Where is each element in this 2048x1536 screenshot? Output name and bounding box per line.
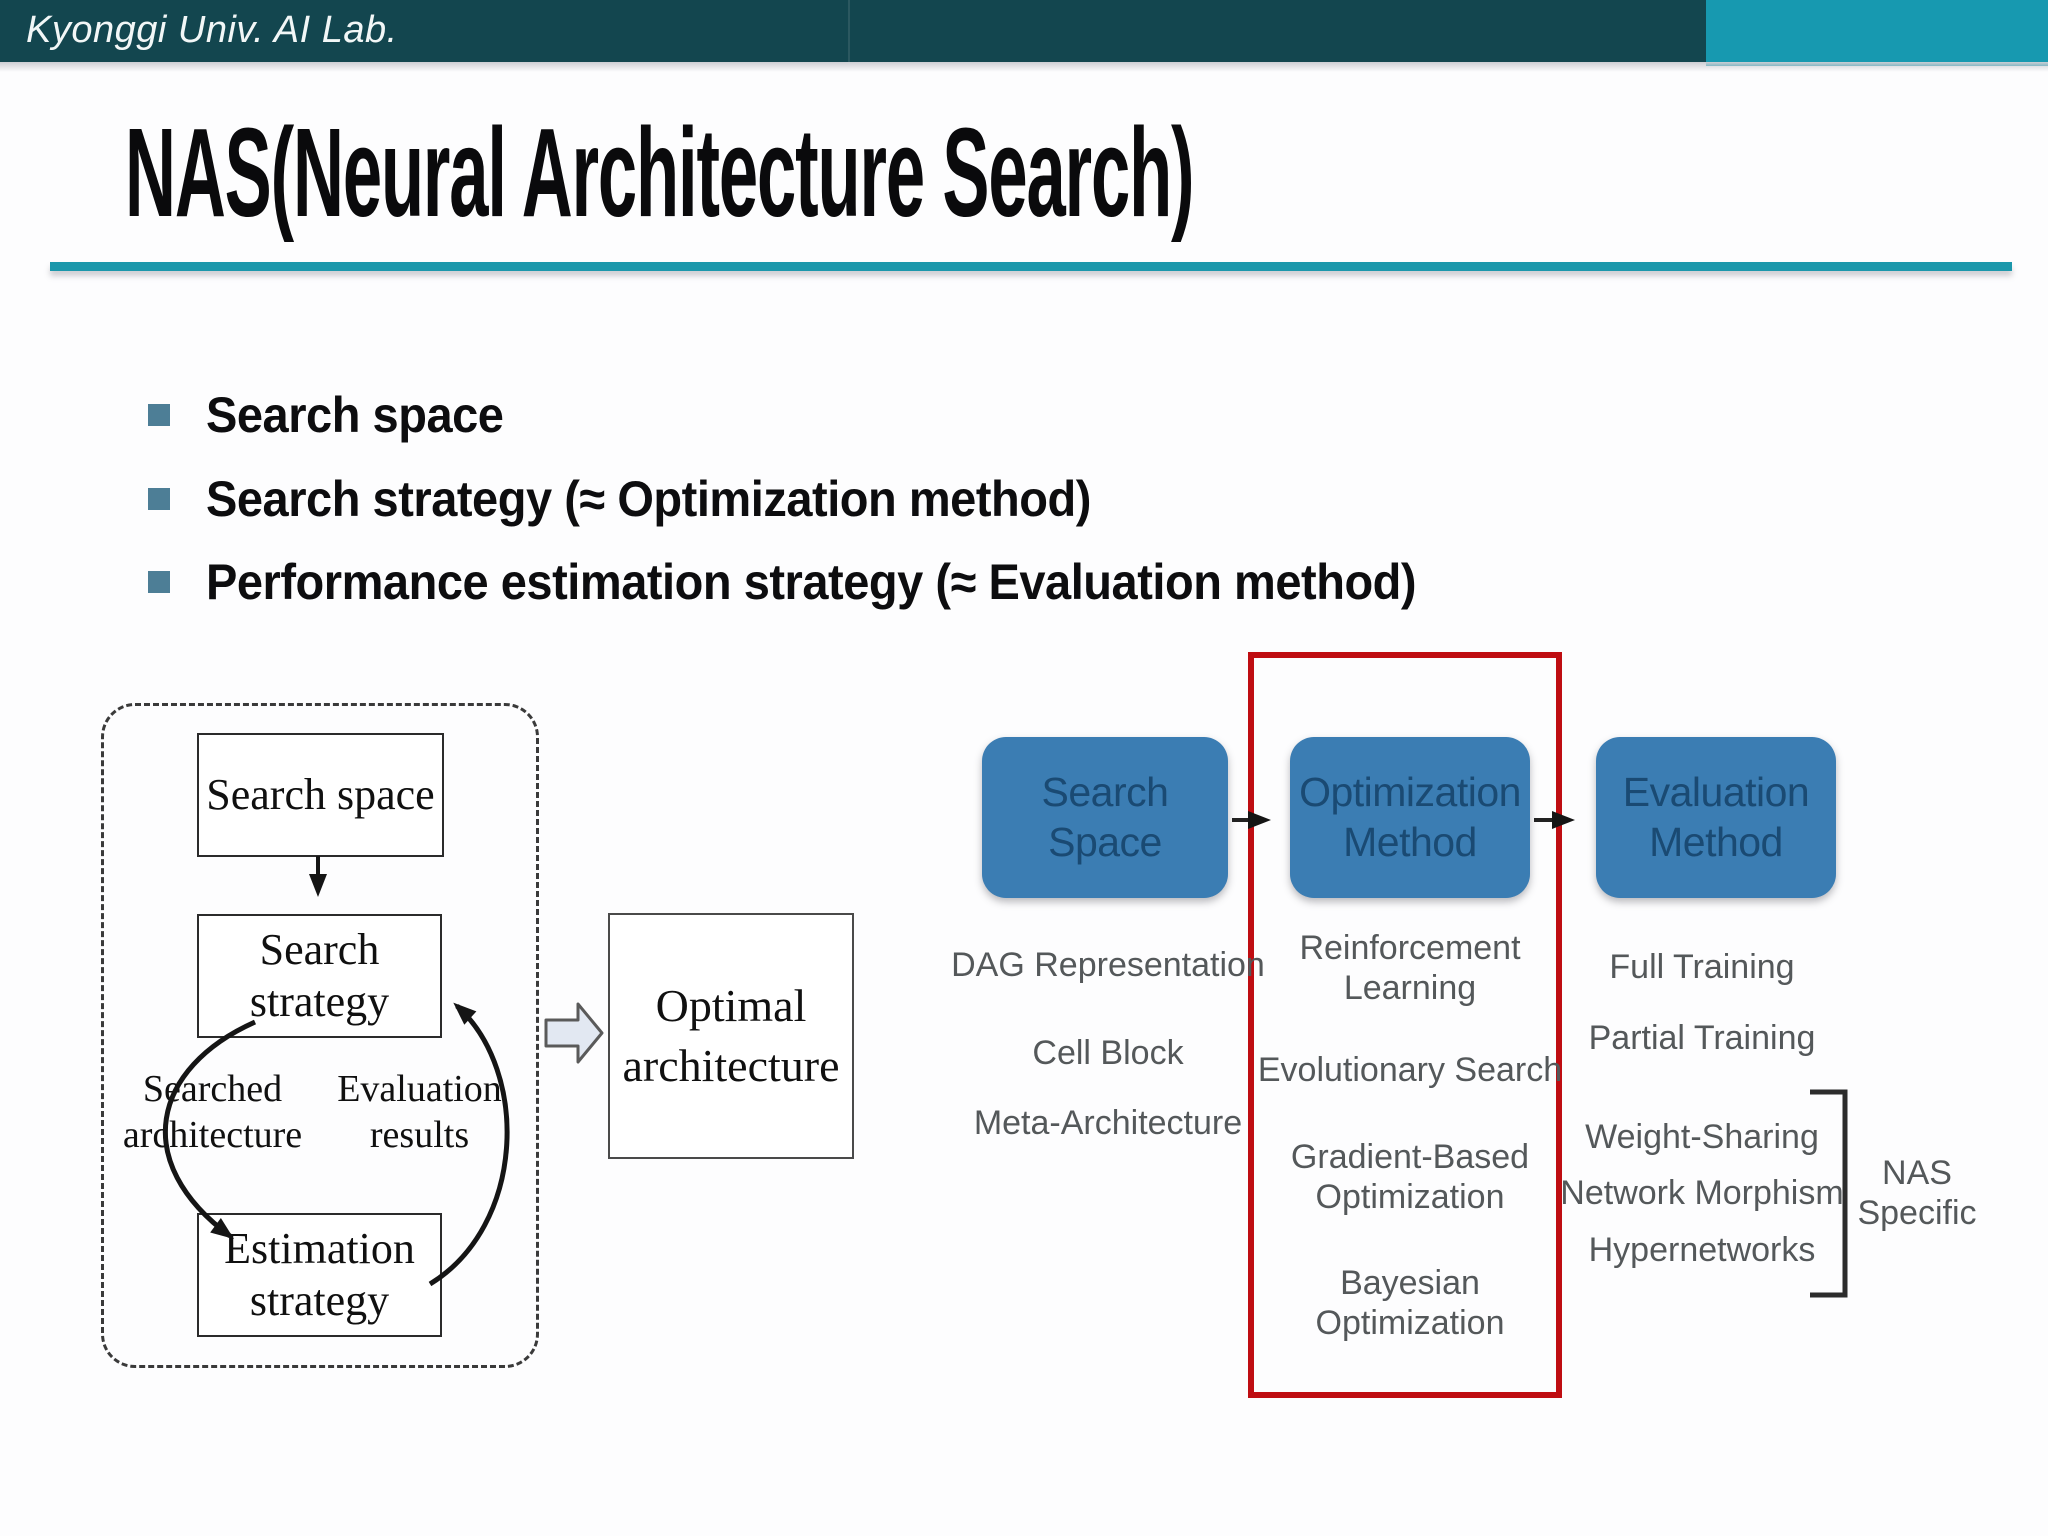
- list-item: DAG Representation: [951, 946, 1265, 984]
- block-arrow-icon: [544, 1002, 604, 1064]
- list-item: Evolutionary Search: [1257, 1051, 1563, 1089]
- list-item: Network Morphism: [1560, 1174, 1844, 1212]
- search-strategy-box: Search strategy: [197, 914, 442, 1038]
- search-space-box: Search space: [197, 733, 444, 857]
- nas-specific-label: NAS Specific: [1857, 1154, 1977, 1232]
- bullet-item: Search space: [148, 384, 522, 446]
- lab-name: Kyonggi Univ. AI Lab.: [26, 9, 398, 51]
- bullet-square-icon: [148, 571, 170, 593]
- bullet-item: Performance estimation strategy (≈ Evalu…: [148, 551, 1493, 613]
- searched-architecture-label: Searched architecture: [122, 1068, 303, 1157]
- list-item: Full Training: [1609, 948, 1795, 986]
- list-item: Meta-Architecture: [973, 1104, 1243, 1142]
- flow-box-search-space: Search Space: [982, 737, 1228, 898]
- evaluation-results-label: Evaluation results: [337, 1068, 502, 1157]
- nas-loop-dashed-box: [101, 703, 539, 1368]
- bullet-square-icon: [148, 488, 170, 510]
- top-bar-shadow: [0, 62, 2048, 72]
- list-item: Hypernetworks: [1588, 1231, 1816, 1269]
- bullet-text: Search space: [206, 387, 504, 443]
- optimal-architecture-box: Optimal architecture: [608, 913, 854, 1159]
- top-bar-accent-block: [1706, 0, 2048, 66]
- list-item: Weight-Sharing: [1585, 1118, 1819, 1156]
- bullet-square-icon: [148, 404, 170, 426]
- list-item: Bayesian Optimization: [1315, 1264, 1505, 1342]
- page-title: NAS(Neural Architecture Search): [125, 102, 1195, 243]
- estimation-strategy-box: Estimation strategy: [197, 1213, 442, 1337]
- bullet-text: Performance estimation strategy (≈ Evalu…: [206, 554, 1417, 610]
- flow-box-optimization-method: Optimization Method: [1290, 737, 1530, 898]
- list-item: Cell Block: [1032, 1034, 1184, 1072]
- bullet-text: Search strategy (≈ Optimization method): [206, 471, 1091, 527]
- top-bar-divider: [848, 0, 850, 62]
- title-underline: [50, 262, 2012, 271]
- list-item: Partial Training: [1588, 1019, 1816, 1057]
- list-item: Gradient-Based Optimization: [1290, 1138, 1530, 1216]
- highlight-rectangle: [1248, 652, 1562, 1398]
- list-item: Reinforcement Learning: [1299, 929, 1521, 1007]
- bullet-item: Search strategy (≈ Optimization method): [148, 468, 1147, 530]
- flow-box-evaluation-method: Evaluation Method: [1596, 737, 1836, 898]
